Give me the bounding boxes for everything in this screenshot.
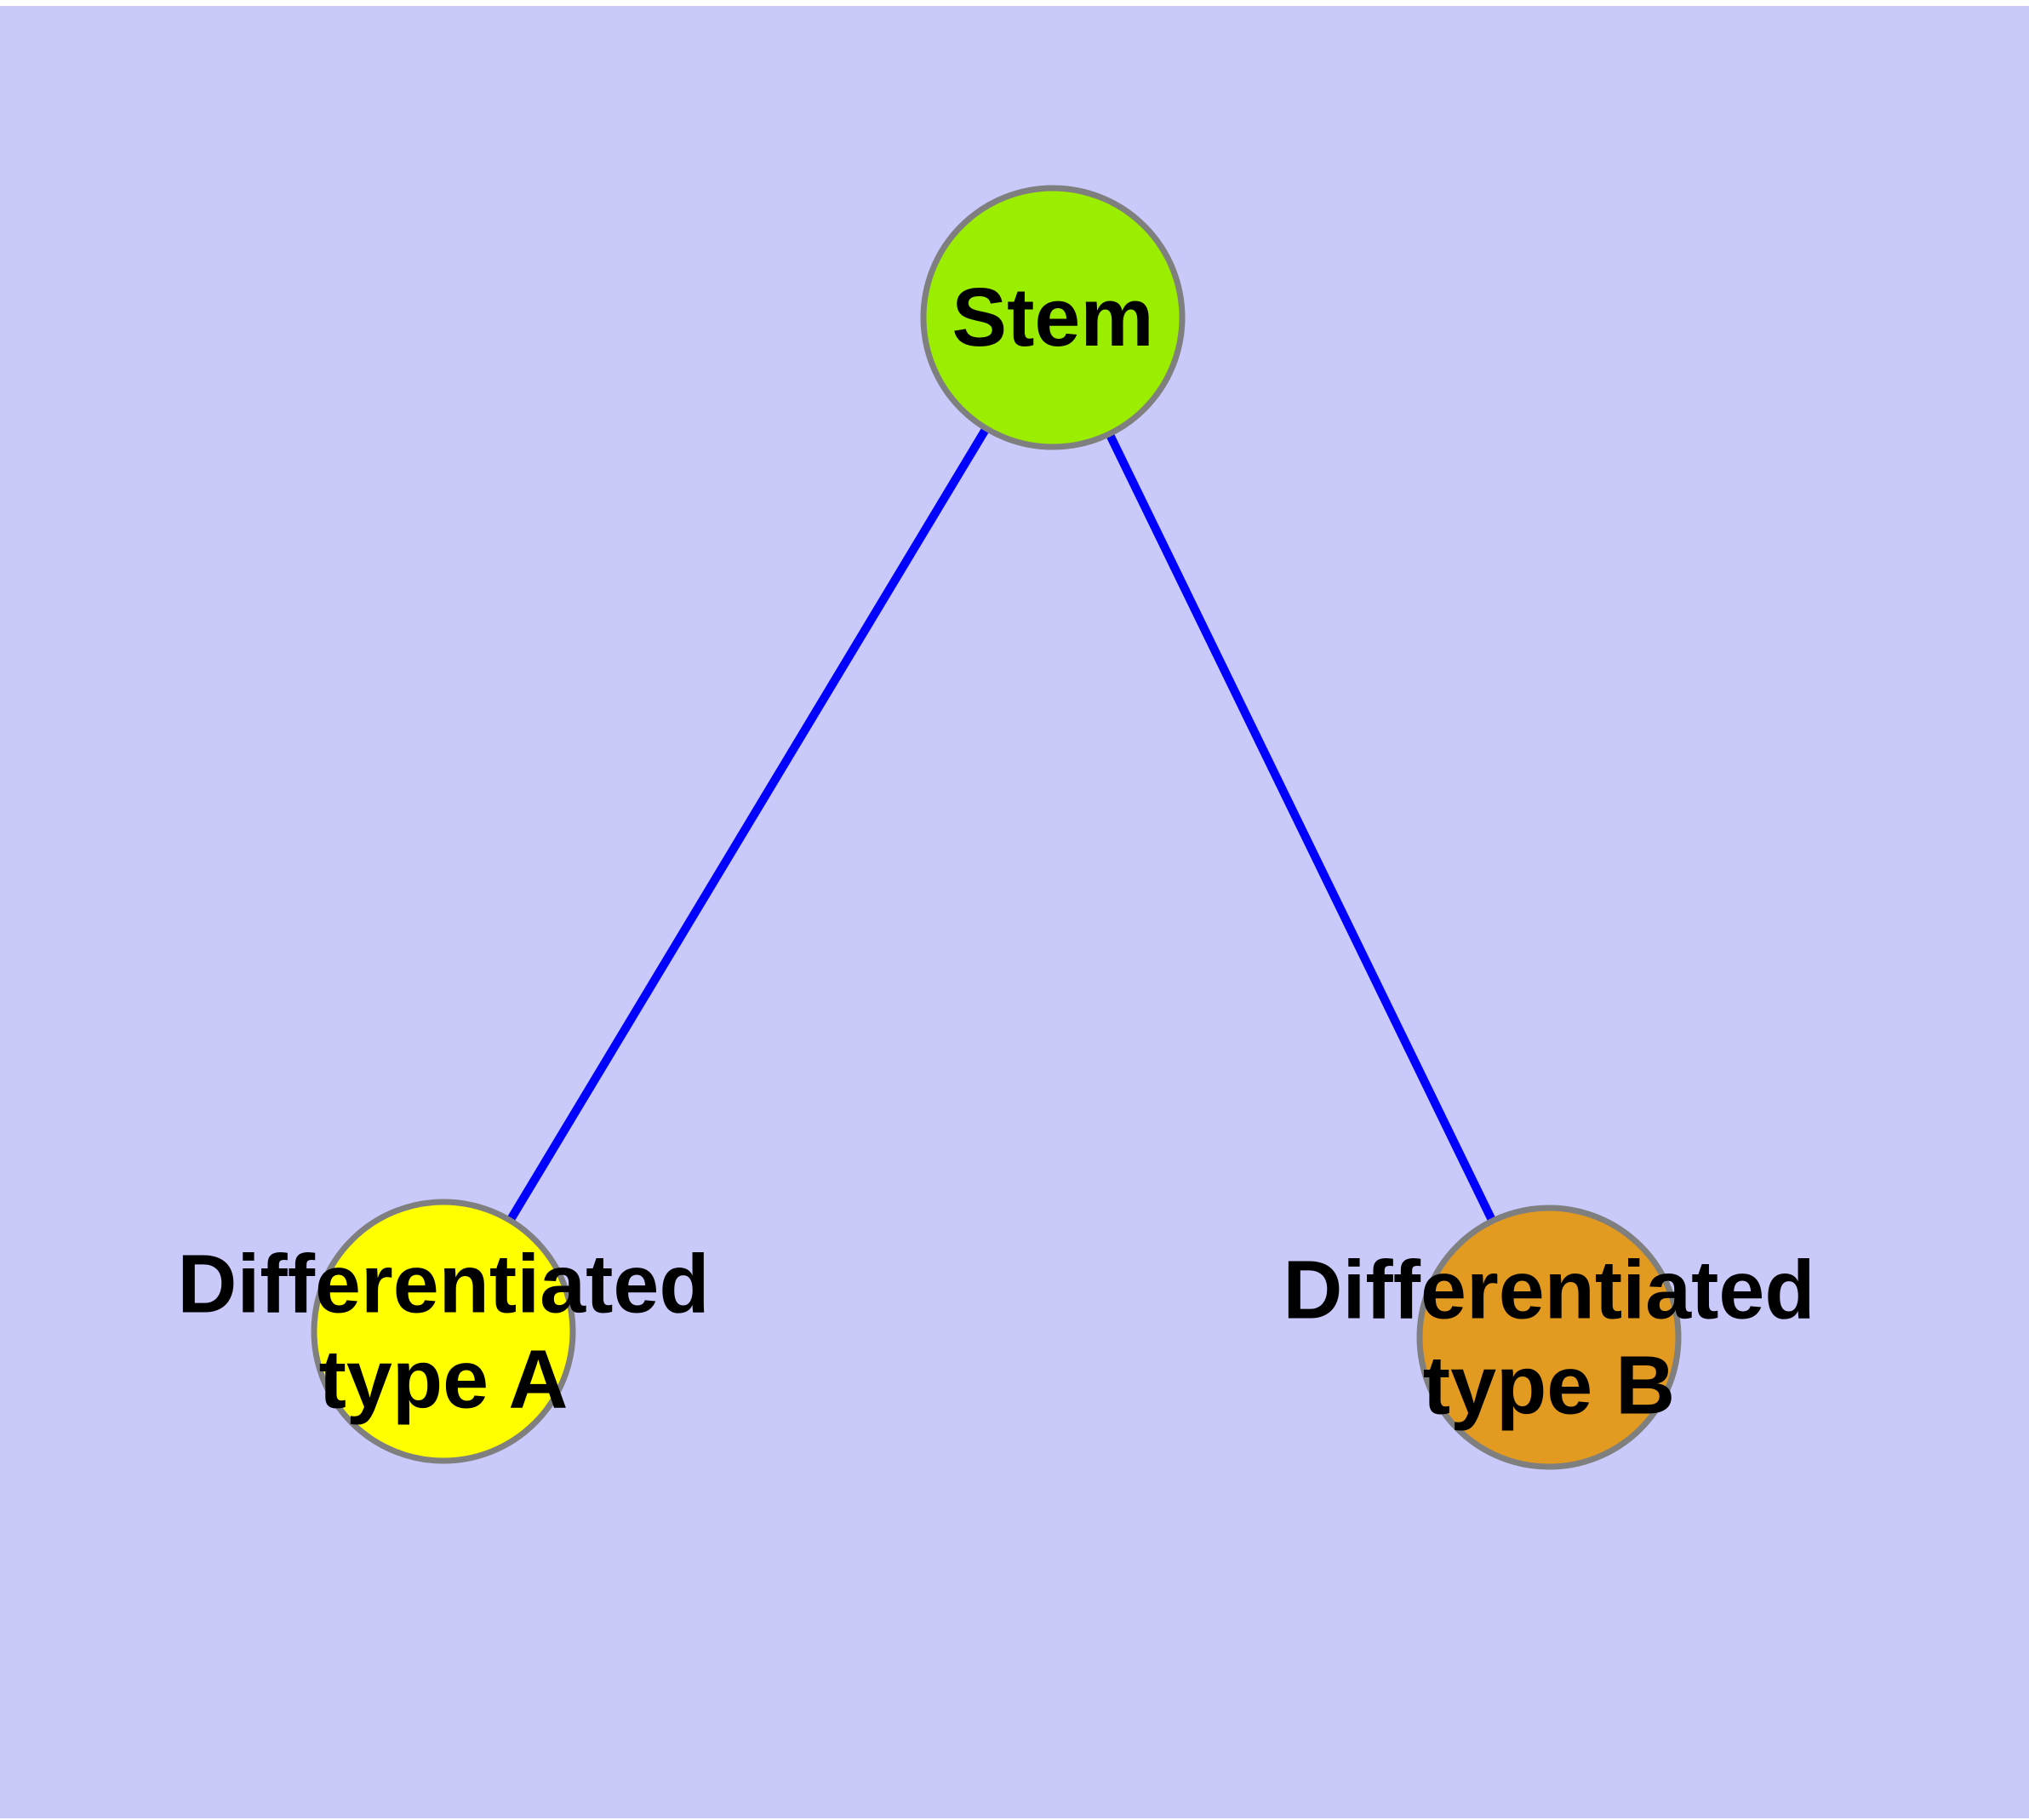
node-circle-stem <box>920 185 1186 450</box>
node-circle-typeB <box>1416 1205 1682 1470</box>
node-circle-typeA <box>311 1199 576 1464</box>
edge-stem-to-typeA <box>439 315 1057 1334</box>
edge-stem-to-typeB <box>1049 315 1553 1340</box>
